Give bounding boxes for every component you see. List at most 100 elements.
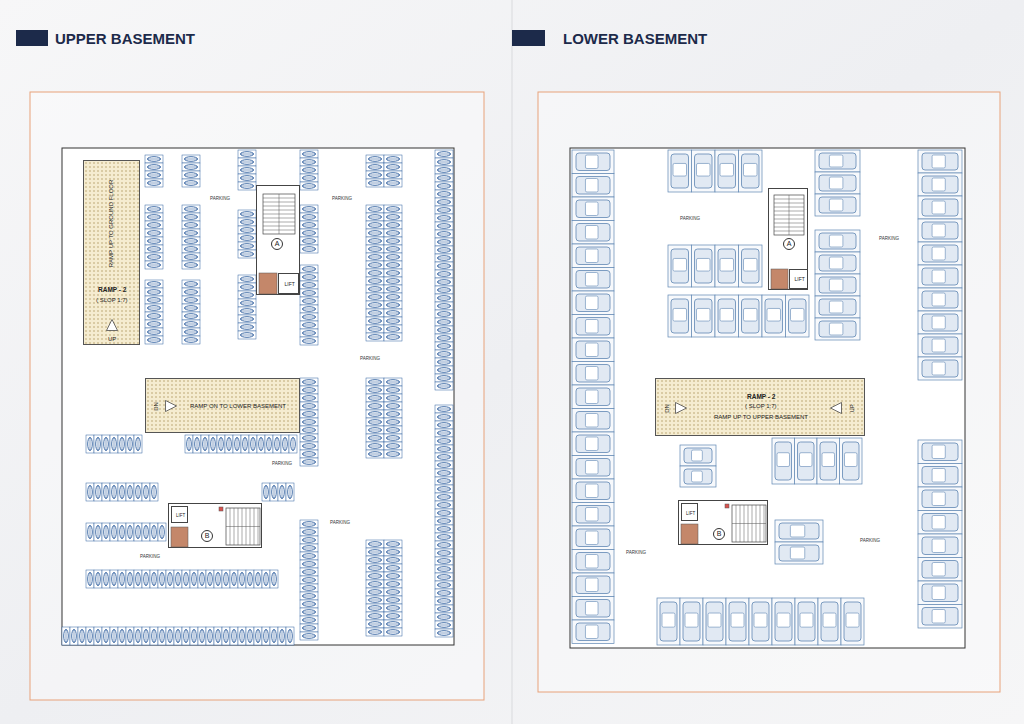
bike-bay	[190, 627, 198, 645]
bike-symbol	[302, 398, 316, 399]
car-bay	[572, 385, 614, 409]
car-bay	[572, 338, 614, 362]
car-bay	[772, 438, 795, 484]
car-bay	[572, 315, 614, 339]
bike-symbol	[302, 162, 316, 163]
bike-symbol	[98, 525, 99, 539]
bike-symbol	[369, 574, 382, 579]
bike-symbol	[185, 181, 198, 186]
bike-bay	[384, 245, 402, 253]
bike-symbol	[437, 441, 451, 442]
bike-symbol	[386, 544, 400, 545]
car-symbol	[922, 153, 958, 170]
bike-bay	[435, 246, 453, 254]
bike-symbol	[438, 232, 451, 237]
bike-symbol	[302, 233, 316, 234]
stair-core: ALIFT	[768, 188, 808, 290]
car-bay	[572, 573, 614, 597]
bike-symbol	[387, 606, 400, 611]
bike-bay	[230, 627, 238, 645]
bike-symbol	[438, 352, 451, 357]
bike-symbol	[106, 437, 107, 451]
core-marker: A	[271, 238, 283, 250]
bike-bay	[300, 426, 318, 434]
bike-symbol	[303, 223, 316, 228]
bike-bay	[366, 261, 384, 269]
bike-symbol	[269, 437, 270, 451]
bike-bay	[435, 613, 453, 621]
bike-symbol	[241, 333, 254, 338]
bike-bay	[384, 378, 402, 386]
bike-symbol	[251, 438, 256, 451]
bike-bay	[435, 621, 453, 629]
bike-symbol	[184, 233, 198, 234]
bike-symbol	[437, 170, 451, 171]
bike-symbol	[114, 629, 115, 643]
bike-bay	[110, 627, 118, 645]
bike-bay	[300, 281, 318, 289]
bike-bay	[384, 580, 402, 588]
bike-bay	[300, 273, 318, 281]
bike-symbol	[302, 269, 316, 270]
bike-symbol	[368, 175, 382, 176]
bike-symbol	[120, 630, 125, 643]
bike-symbol	[144, 630, 149, 643]
bike-symbol	[266, 572, 267, 586]
bike-symbol	[280, 486, 285, 499]
bike-symbol	[437, 194, 451, 195]
bike-symbol	[369, 157, 382, 162]
bike-symbol	[303, 522, 316, 527]
car-bay	[572, 432, 614, 456]
car-symbol	[585, 461, 598, 475]
bike-symbol	[387, 279, 400, 284]
bike-bay	[182, 261, 200, 269]
bike-bay	[435, 174, 453, 182]
bike-symbol	[437, 529, 451, 530]
bike-symbol	[184, 167, 198, 168]
bike-symbol	[130, 485, 131, 499]
bike-bay	[134, 523, 142, 541]
bike-bay	[145, 205, 163, 213]
bike-symbol	[438, 495, 451, 500]
bike-symbol	[106, 485, 107, 499]
bike-bay	[435, 286, 453, 294]
car-symbol	[767, 308, 781, 321]
bike-symbol	[438, 423, 451, 428]
car-symbol	[671, 154, 689, 188]
car-symbol	[823, 613, 836, 627]
bike-symbol	[178, 572, 179, 586]
bike-bay	[366, 155, 384, 163]
bike-bay	[300, 289, 318, 297]
bike-symbol	[184, 308, 198, 309]
bike-symbol	[162, 572, 163, 586]
bike-symbol	[240, 335, 254, 336]
car-symbol	[779, 523, 819, 539]
car-symbol	[775, 602, 792, 641]
bike-symbol	[368, 257, 382, 258]
bike-symbol	[369, 207, 382, 212]
bike-bay	[435, 262, 453, 270]
bike-symbol	[147, 292, 161, 293]
bike-symbol	[147, 217, 161, 218]
bike-symbol	[368, 568, 382, 569]
bike-symbol	[437, 601, 451, 602]
bike-symbol	[128, 438, 133, 451]
bike-symbol	[303, 176, 316, 181]
bike-bay	[70, 627, 78, 645]
bike-symbol	[184, 332, 198, 333]
bike-symbol	[368, 414, 382, 415]
bike-symbol	[437, 505, 451, 506]
car-symbol	[819, 233, 856, 249]
bike-symbol	[369, 263, 382, 268]
bike-symbol	[74, 629, 75, 643]
bike-bay	[118, 570, 126, 588]
bike-bay	[150, 570, 158, 588]
bike-bay	[366, 604, 384, 612]
bike-bay	[118, 627, 126, 645]
car-symbol	[742, 154, 760, 188]
bike-symbol	[368, 552, 382, 553]
bike-symbol	[437, 633, 451, 634]
bike-symbol	[368, 337, 382, 338]
bike-symbol	[272, 486, 277, 499]
bike-bay	[118, 523, 126, 541]
